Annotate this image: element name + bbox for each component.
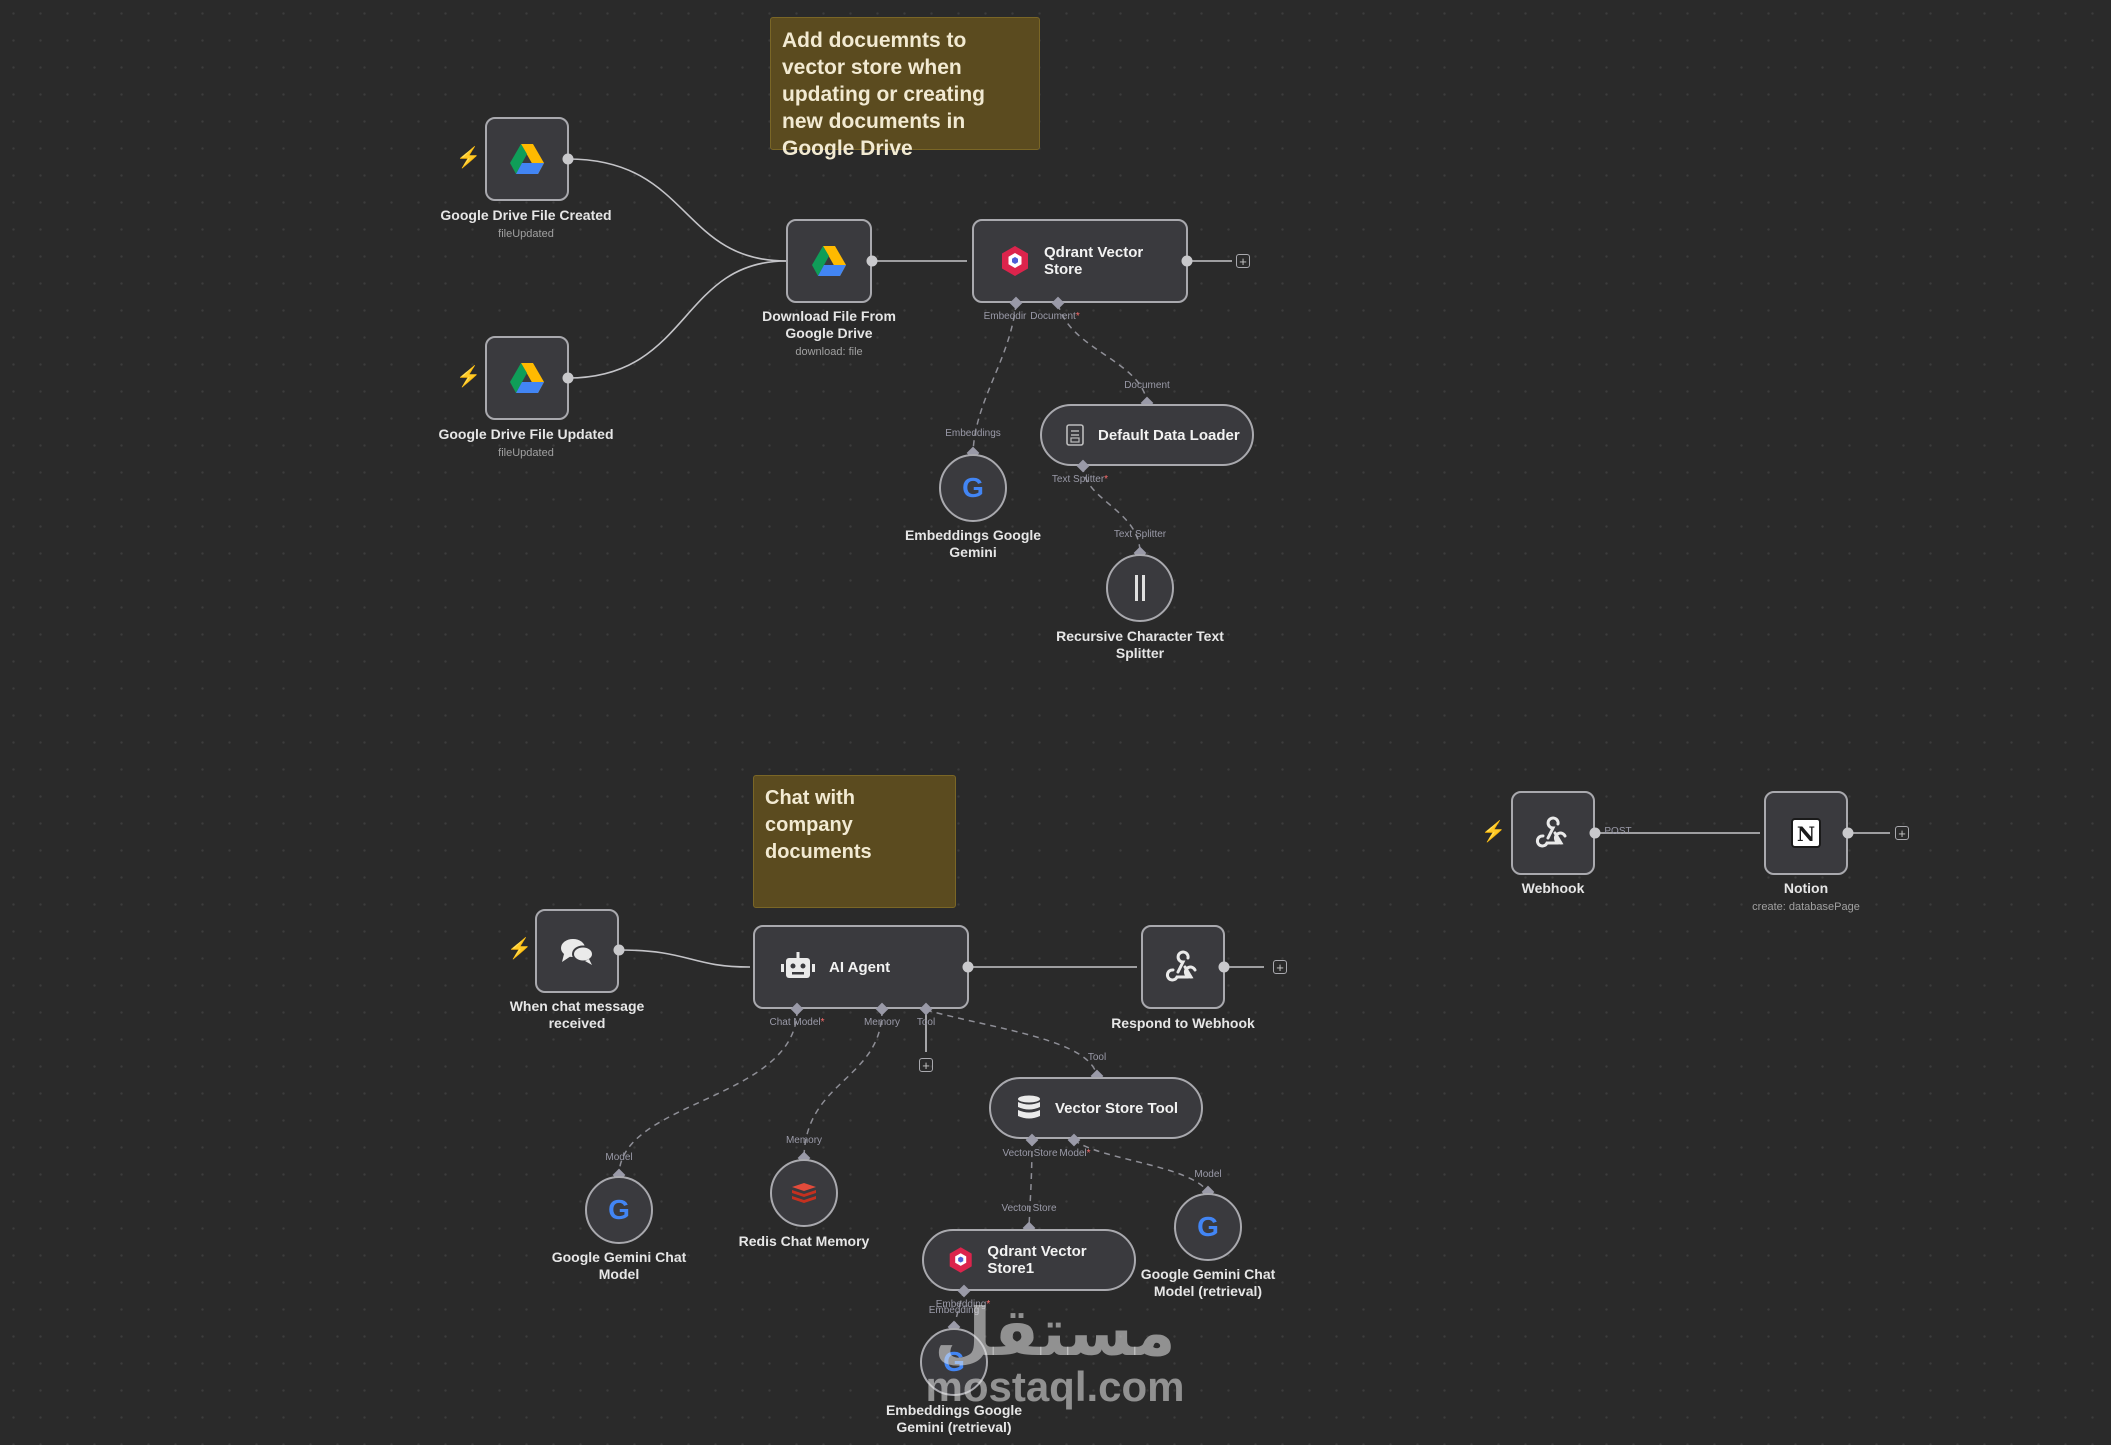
output-port[interactable] — [1842, 827, 1854, 839]
google-drive-icon — [812, 246, 846, 276]
add-node-button[interactable]: + — [1895, 826, 1909, 840]
node-embeddings-google-gemini[interactable]: G — [939, 454, 1007, 522]
node-vector-store-tool[interactable]: Vector Store Tool — [989, 1077, 1203, 1139]
notion-icon: N — [1791, 818, 1821, 848]
node-when-chat-message-received[interactable] — [535, 909, 619, 993]
node-label: Webhook — [1521, 880, 1585, 896]
node-label: Notion create: databasePage — [1752, 880, 1860, 913]
port-label-chat-model: Chat Model* — [769, 1017, 825, 1028]
node-label: Recursive Character Text Splitter — [1056, 628, 1224, 661]
node-google-gemini-chat-model[interactable]: G — [585, 1176, 653, 1244]
node-title: Default Data Loader — [1098, 426, 1240, 444]
output-port[interactable] — [1181, 255, 1193, 267]
trigger-bolt-icon: ⚡ — [1481, 821, 1506, 843]
qdrant-icon — [949, 1247, 972, 1273]
google-drive-icon — [510, 144, 544, 174]
sticky-note-chat[interactable]: Chat with company documents — [753, 775, 956, 908]
port-label-model-in: Model — [605, 1152, 633, 1163]
node-label: Google Drive File Updated fileUpdated — [438, 426, 614, 459]
node-redis-chat-memory[interactable] — [770, 1159, 838, 1227]
port-label-tool-in: Tool — [1087, 1052, 1107, 1063]
webhook-icon — [1535, 816, 1567, 848]
node-notion[interactable]: N — [1764, 791, 1848, 875]
port-label-embedding-out: Embedding* — [935, 1299, 991, 1310]
output-port[interactable] — [1589, 827, 1601, 839]
port-label-model-in-2: Model — [1194, 1169, 1222, 1180]
output-port[interactable] — [562, 153, 574, 165]
google-icon: G — [608, 1194, 630, 1225]
splitter-icon — [1135, 575, 1145, 601]
node-label: Embeddings Google Gemini — [904, 527, 1042, 560]
node-webhook[interactable] — [1511, 791, 1595, 875]
port-label-memory-in: Memory — [785, 1135, 823, 1146]
node-title: Vector Store Tool — [1055, 1099, 1179, 1117]
node-google-drive-file-created[interactable] — [485, 117, 569, 201]
watermark-logo: مستقل mostaql.com — [925, 1294, 1185, 1410]
add-node-button[interactable]: + — [1236, 254, 1250, 268]
port-label-tool: Tool — [916, 1017, 936, 1028]
node-download-file-from-google-drive[interactable] — [786, 219, 872, 303]
port-label-embedding: Embeddir — [983, 311, 1027, 322]
output-port[interactable] — [962, 961, 974, 973]
node-title: AI Agent — [829, 958, 891, 976]
robot-icon — [781, 952, 815, 978]
webhook-icon — [1165, 950, 1197, 982]
trigger-bolt-icon: ⚡ — [456, 147, 481, 169]
qdrant-icon — [1002, 246, 1028, 276]
trigger-bolt-icon: ⚡ — [507, 938, 532, 960]
sticky-note-ingest[interactable]: Add docuemnts to vector store when updat… — [770, 17, 1040, 160]
google-drive-icon — [510, 363, 544, 393]
google-icon: G — [1197, 1211, 1219, 1242]
node-label: Google Drive File Created fileUpdated — [440, 207, 612, 240]
node-embeddings-google-gemini-retrieval[interactable]: G — [920, 1328, 988, 1396]
port-label-embeddings-in: Embeddings — [945, 428, 1001, 439]
port-label-memory: Memory — [863, 1017, 901, 1028]
node-label: Download File From Google Drive download… — [762, 308, 896, 358]
google-icon: G — [962, 472, 984, 503]
node-title: Qdrant Vector Store1 — [987, 1243, 1087, 1277]
output-port[interactable] — [562, 372, 574, 384]
node-respond-to-webhook[interactable] — [1141, 925, 1225, 1009]
add-node-button[interactable]: + — [1273, 960, 1287, 974]
node-default-data-loader[interactable]: Default Data Loader — [1040, 404, 1254, 466]
node-label: When chat message received — [509, 998, 645, 1031]
node-qdrant-vector-store[interactable]: Qdrant Vector Store — [972, 219, 1188, 303]
node-label: Google Gemini Chat Model (retrieval) — [1140, 1266, 1276, 1299]
port-label-embedding-in: Embedding — [928, 1305, 980, 1316]
node-label: Respond to Webhook — [1111, 1015, 1255, 1031]
output-port[interactable] — [866, 255, 878, 267]
svg-text:N: N — [1797, 822, 1815, 846]
node-google-drive-file-updated[interactable] — [485, 336, 569, 420]
port-label-vector-store: Vector Store — [1002, 1148, 1058, 1159]
redis-icon — [792, 1183, 816, 1203]
node-title: Qdrant Vector Store — [1044, 244, 1144, 278]
add-tool-button[interactable]: + — [919, 1058, 933, 1072]
port-label-text-splitter-in: Text Splitter — [1113, 529, 1167, 540]
trigger-bolt-icon: ⚡ — [456, 366, 481, 388]
document-icon — [1066, 424, 1084, 446]
port-label-document-in: Document — [1124, 380, 1170, 391]
chat-bubbles-icon — [561, 939, 594, 965]
node-ai-agent[interactable]: AI Agent — [753, 925, 969, 1009]
port-label-text-splitter: Text Splitter* — [1051, 474, 1109, 485]
node-google-gemini-chat-model-retrieval[interactable]: G — [1174, 1193, 1242, 1261]
port-label-vector-store-in: Vector Store — [1001, 1203, 1057, 1214]
port-label-model: Model* — [1059, 1148, 1091, 1159]
node-label: Google Gemini Chat Model — [551, 1249, 687, 1282]
output-port[interactable] — [1218, 961, 1230, 973]
port-label-post: POST — [1604, 826, 1632, 837]
node-label: Embeddings Google Gemini (retrieval) — [885, 1402, 1023, 1435]
google-icon: G — [943, 1346, 965, 1377]
port-label-document: Document* — [1030, 311, 1080, 322]
node-label: Redis Chat Memory — [738, 1233, 870, 1249]
node-qdrant-vector-store1[interactable]: Qdrant Vector Store1 — [922, 1229, 1136, 1291]
output-port[interactable] — [613, 944, 625, 956]
node-recursive-character-text-splitter[interactable] — [1106, 554, 1174, 622]
database-icon — [1018, 1095, 1040, 1119]
